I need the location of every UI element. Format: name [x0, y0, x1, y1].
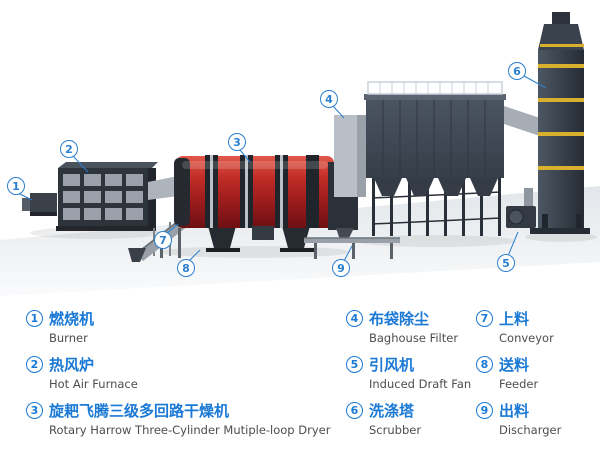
induced-draft-fan-graphic	[506, 188, 536, 228]
discharge-conveyor-graphic	[304, 228, 400, 259]
legend-label-zh-conveyor: 上料	[499, 310, 530, 328]
legend-item-burner: 1 燃烧机 Burner	[26, 308, 342, 345]
legend-column-2: 4 布袋除尘 Baghouse Filter 5 引风机 Induced Dra…	[346, 308, 474, 446]
legend-label-zh-burner: 燃烧机	[49, 310, 95, 328]
callout-5-fan: 5	[497, 254, 515, 272]
legend-number-2: 2	[26, 356, 43, 373]
legend-number-1: 1	[26, 310, 43, 327]
legend-label-zh-feeder: 送料	[499, 356, 530, 374]
rotary-dryer-graphic	[174, 155, 334, 252]
legend-number-3: 3	[26, 402, 43, 419]
legend-label-en-conveyor: Conveyor	[499, 331, 554, 345]
legend-label-en-feeder: Feeder	[499, 377, 539, 391]
legend-label-zh-baghouse: 布袋除尘	[369, 310, 430, 328]
illustration-canvas	[0, 12, 600, 296]
legend-label-zh-scrubber: 洗涤塔	[369, 402, 415, 420]
callout-8-feeder: 8	[177, 259, 195, 277]
legend-number-5: 5	[346, 356, 363, 373]
legend-column-1: 1 燃烧机 Burner 2 热风炉 Hot Air Furnace 3 旋耙飞…	[26, 308, 342, 446]
legend-label-en-baghouse: Baghouse Filter	[369, 331, 459, 345]
legend-label-en-discharger: Discharger	[499, 423, 562, 437]
legend-label-en-fan: Induced Draft Fan	[369, 377, 472, 391]
callout-4-baghouse: 4	[320, 90, 338, 108]
burner-graphic	[22, 193, 57, 216]
feeder-graphic	[128, 248, 146, 262]
legend-item-conveyor: 7 上料 Conveyor	[476, 308, 596, 345]
legend: 1 燃烧机 Burner 2 热风炉 Hot Air Furnace 3 旋耙飞…	[0, 300, 600, 450]
legend-label-zh-discharger: 出料	[499, 402, 530, 420]
legend-label-zh-furnace: 热风炉	[49, 356, 95, 374]
legend-label-zh-fan: 引风机	[369, 356, 415, 374]
scrubber-graphic	[530, 12, 590, 234]
legend-item-dryer: 3 旋耙飞腾三级多回路干燥机 Rotary Harrow Three-Cylin…	[26, 400, 342, 437]
legend-number-6: 6	[346, 402, 363, 419]
callout-6-scrubber: 6	[508, 62, 526, 80]
legend-number-9: 9	[476, 402, 493, 419]
legend-number-7: 7	[476, 310, 493, 327]
legend-item-fan: 5 引风机 Induced Draft Fan	[346, 354, 474, 391]
legend-number-8: 8	[476, 356, 493, 373]
legend-label-en-scrubber: Scrubber	[369, 423, 422, 437]
legend-number-4: 4	[346, 310, 363, 327]
equipment-illustration: 1 2 3 4 5 6 7 8 9	[0, 12, 600, 296]
outlet-duct-graphic	[504, 106, 540, 136]
legend-item-furnace: 2 热风炉 Hot Air Furnace	[26, 354, 342, 391]
legend-label-zh-dryer: 旋耙飞腾三级多回路干燥机	[49, 402, 230, 420]
callout-2-furnace: 2	[60, 140, 78, 158]
legend-label-en-dryer: Rotary Harrow Three-Cylinder Mutiple-loo…	[49, 423, 331, 437]
callout-9-discharger: 9	[332, 259, 350, 277]
legend-label-en-burner: Burner	[49, 331, 88, 345]
legend-column-3: 7 上料 Conveyor 8 送料 Feeder 9 出料 Discharge…	[476, 308, 596, 446]
callout-3-dryer: 3	[228, 133, 246, 151]
legend-item-feeder: 8 送料 Feeder	[476, 354, 596, 391]
baghouse-filter-graphic	[364, 81, 506, 236]
legend-item-baghouse: 4 布袋除尘 Baghouse Filter	[346, 308, 474, 345]
legend-item-discharger: 9 出料 Discharger	[476, 400, 596, 437]
callout-1-burner: 1	[7, 177, 25, 195]
legend-label-en-furnace: Hot Air Furnace	[49, 377, 138, 391]
hot-air-furnace-graphic	[56, 162, 178, 231]
callout-7-conveyor: 7	[154, 231, 172, 249]
legend-item-scrubber: 6 洗涤塔 Scrubber	[346, 400, 474, 437]
